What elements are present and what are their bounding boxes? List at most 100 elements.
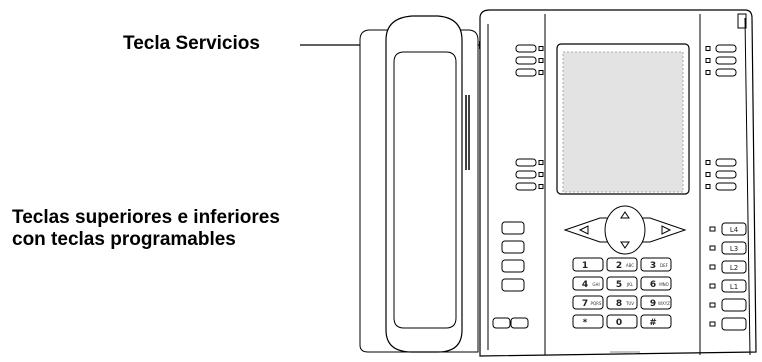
- key-letters: MNO: [659, 282, 669, 287]
- speaker-key[interactable]: [721, 298, 747, 312]
- nav-down-icon[interactable]: [620, 241, 630, 249]
- handset: [385, 15, 463, 353]
- handset-inner: [393, 51, 457, 329]
- key-4[interactable]: 4 GHI: [572, 276, 604, 291]
- key-digit: #: [649, 318, 657, 328]
- bottom-softkeys-left[interactable]: [515, 158, 544, 191]
- right-top-softkey-led-1: [705, 46, 711, 51]
- right-top-softkey-1[interactable]: [715, 44, 737, 53]
- options-key[interactable]: [501, 221, 525, 235]
- left-bottom-softkey-led-3: [538, 184, 544, 189]
- right-top-softkey-2[interactable]: [715, 56, 737, 65]
- key-letters: WXYZ: [658, 301, 670, 306]
- right-bottom-softkey-led-3: [705, 184, 711, 189]
- line-key-label: L4: [730, 226, 739, 234]
- key-digit: 2: [616, 261, 622, 271]
- left-top-softkey-1[interactable]: [515, 44, 537, 53]
- key-letters: PQRS: [591, 301, 602, 306]
- stand-clip: [737, 13, 747, 29]
- left-top-softkey-2[interactable]: [515, 56, 537, 65]
- callout-softkeys-line1: Teclas superiores e inferiores: [12, 207, 280, 228]
- right-bottom-softkey-1[interactable]: [715, 158, 737, 167]
- left-function-keys[interactable]: [492, 221, 529, 329]
- line-key-led: [709, 264, 716, 270]
- key-digit: 0: [616, 318, 622, 328]
- right-bottom-softkey-led-2: [705, 172, 711, 177]
- key-digit: 4: [582, 280, 588, 290]
- body-edge-right: [744, 17, 751, 356]
- line-key-led: [709, 245, 716, 251]
- left-bottom-softkey-3[interactable]: [515, 182, 537, 191]
- navigation-cluster[interactable]: [563, 205, 687, 255]
- line-key-l2[interactable]: L2: [709, 260, 747, 274]
- right-bottom-softkey-3[interactable]: [715, 182, 737, 191]
- left-bottom-softkey-1[interactable]: [515, 158, 537, 167]
- key-5[interactable]: 5 JKL: [606, 276, 638, 291]
- right-bottom-softkey-led-1: [705, 160, 711, 165]
- key-letters: ABC: [626, 263, 634, 268]
- nav-left-icon[interactable]: [578, 225, 589, 235]
- mute-key[interactable]: [721, 317, 747, 331]
- volume-up-key[interactable]: [510, 317, 529, 329]
- key-0[interactable]: 0: [606, 314, 638, 329]
- handsfree-keys[interactable]: [709, 298, 747, 331]
- left-top-softkey-3[interactable]: [515, 68, 537, 77]
- line-key-label: L2: [730, 264, 738, 272]
- left-bottom-softkey-2[interactable]: [515, 170, 537, 179]
- key-hash[interactable]: #: [640, 314, 672, 329]
- left-bottom-softkey-led-2: [538, 172, 544, 177]
- line-key-led: [709, 283, 716, 289]
- line-key-l3[interactable]: L3: [709, 241, 747, 255]
- key-digit: 3: [650, 261, 656, 271]
- volume-down-key[interactable]: [492, 317, 511, 329]
- bottom-softkeys-right[interactable]: [705, 158, 737, 191]
- callout-services-key: Tecla Servicios: [123, 33, 260, 54]
- key-digit: 6: [650, 280, 656, 290]
- key-star[interactable]: *: [572, 314, 604, 329]
- left-bottom-softkey-led-1: [538, 160, 544, 165]
- right-top-softkey-led-3: [705, 70, 711, 75]
- nav-right-icon[interactable]: [661, 225, 672, 235]
- line-key-l4[interactable]: L4: [709, 222, 747, 236]
- right-bottom-softkey-2[interactable]: [715, 170, 737, 179]
- key-letters: GHI: [592, 282, 599, 287]
- display-screen: [562, 51, 684, 193]
- speaker-led: [709, 302, 716, 308]
- top-softkeys-left[interactable]: [515, 44, 544, 77]
- key-digit: 1: [582, 261, 588, 271]
- speaker-grill: [465, 95, 470, 170]
- nav-up-icon[interactable]: [620, 211, 630, 219]
- key-digit: 7: [582, 299, 588, 309]
- key-digit: 5: [616, 280, 622, 290]
- line-key-led: [709, 226, 716, 232]
- right-top-softkey-3[interactable]: [715, 68, 737, 77]
- key-digit: 8: [616, 299, 622, 309]
- mute-led: [709, 321, 716, 327]
- key-letters: TUV: [625, 301, 634, 306]
- right-top-softkey-led-2: [705, 58, 711, 63]
- callout-softkeys-line2: con teclas programables: [12, 229, 236, 250]
- left-top-softkey-led-1: [538, 46, 544, 51]
- redial-key[interactable]: [501, 259, 525, 273]
- line-key-label: L3: [730, 245, 738, 253]
- key-digit: 9: [650, 299, 656, 309]
- top-softkeys-right[interactable]: [705, 44, 737, 77]
- key-letters: DEF: [660, 263, 669, 268]
- key-2[interactable]: 2 ABC: [606, 257, 638, 272]
- hold-key[interactable]: [501, 240, 525, 254]
- left-top-softkey-led-3: [538, 70, 544, 75]
- line-key-label: L1: [730, 283, 738, 291]
- callout-softkeys: Teclas superiores e inferiores con tecla…: [12, 207, 280, 251]
- line-key-l1[interactable]: L1: [709, 279, 747, 293]
- key-3[interactable]: 3 DEF: [640, 257, 672, 272]
- transfer-key[interactable]: [501, 278, 525, 292]
- key-1[interactable]: 1: [572, 257, 604, 272]
- key-letters: JKL: [626, 282, 634, 287]
